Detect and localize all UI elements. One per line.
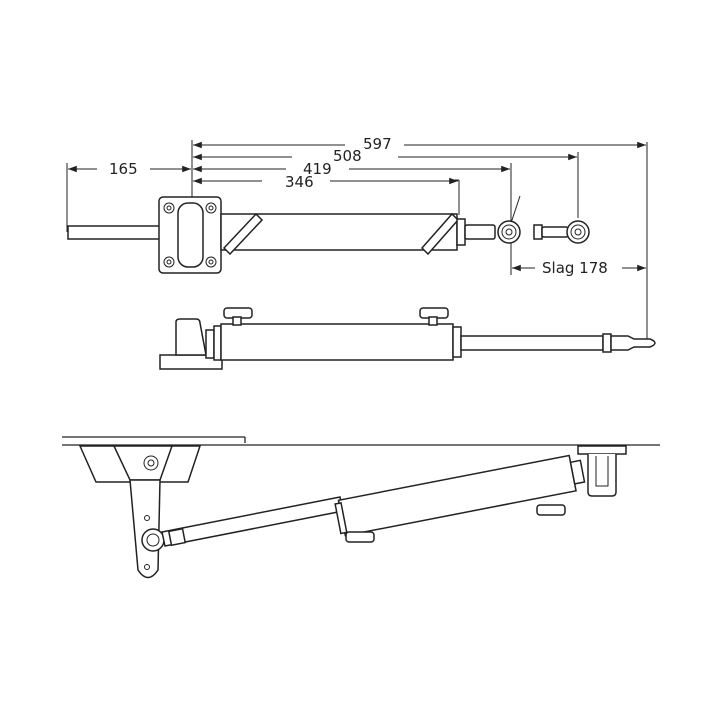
installation-view [62, 436, 660, 579]
dimension-346: 346 [282, 174, 317, 190]
dimension-lines [66, 140, 648, 340]
dimension-419: 419 [300, 161, 335, 177]
side-view [159, 307, 656, 370]
dimension-597: 597 [360, 136, 395, 152]
stroke-dimension: Slag 178 [539, 260, 611, 276]
top-view [67, 196, 590, 274]
dimension-508: 508 [330, 148, 365, 164]
dimension-165: 165 [106, 161, 141, 177]
